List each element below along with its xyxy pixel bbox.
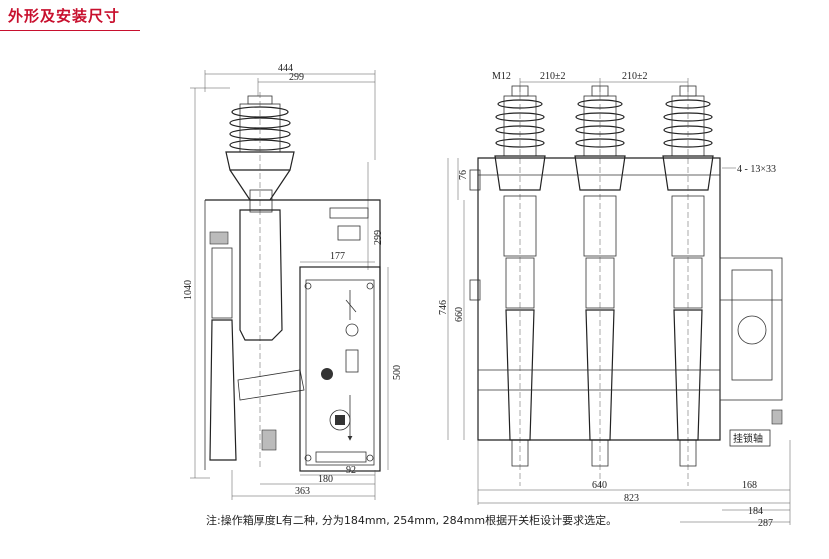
operating-box — [299, 266, 381, 472]
dim-299-top: 299 — [289, 72, 304, 83]
dim-640: 640 — [592, 480, 607, 491]
dim-pitch-2: 210±2 — [622, 71, 648, 82]
dim-m12: M12 — [492, 71, 511, 82]
dim-1040: 1040 — [183, 280, 194, 300]
front-view: M12 210±2 210±2 — [438, 71, 791, 529]
dim-pitch-1: 210±2 — [540, 71, 566, 82]
dim-363: 363 — [295, 486, 310, 497]
pole-3 — [662, 85, 714, 486]
dim-299-right: 299 — [373, 230, 384, 245]
dim-76: 76 — [458, 170, 469, 180]
dim-823: 823 — [624, 493, 639, 504]
dim-660: 660 — [454, 307, 465, 322]
lock-shaft-label: 挂锁轴 — [733, 432, 763, 445]
title-divider — [0, 30, 140, 31]
side-view: 444 299 1040 299 — [183, 63, 403, 500]
page-title: 外形及安装尺寸 — [8, 7, 121, 25]
pole-2 — [574, 85, 626, 486]
dim-746: 746 — [438, 300, 449, 315]
dim-500: 500 — [392, 365, 403, 380]
dim-444: 444 — [278, 63, 293, 74]
footnote: 注:操作箱厚度L有二种, 分为184mm, 254mm, 284mm根据开关柜设… — [206, 514, 618, 527]
dim-184: 184 — [748, 506, 763, 517]
frame — [477, 157, 721, 441]
pole-1 — [494, 85, 546, 486]
dim-177: 177 — [330, 251, 345, 262]
dim-287: 287 — [758, 518, 773, 529]
indicator-dot — [321, 368, 333, 380]
dim-92: 92 — [346, 465, 356, 476]
dim-168: 168 — [742, 480, 757, 491]
dim-holes: 4 - 13×33 — [737, 164, 776, 175]
dim-180: 180 — [318, 474, 333, 485]
